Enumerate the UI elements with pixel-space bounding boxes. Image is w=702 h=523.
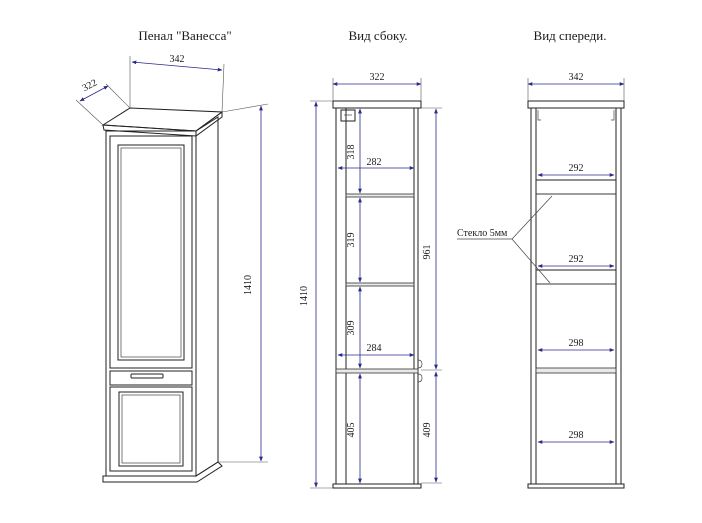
front-inner-w2: 292 [569,254,584,265]
title-front-view: Вид спереди. [534,28,607,43]
iso-height-label: 1410 [243,275,254,295]
side-width-label: 322 [370,72,385,83]
front-glass-shelf-1 [535,179,617,195]
front-inner-w3: 298 [569,338,584,349]
front-glass-shelf-2 [535,269,617,285]
side-sec4-label: 405 [346,423,357,438]
side-shelf-1 [345,193,415,198]
iso-drawer-handle [130,373,164,379]
iso-drawer [109,370,193,386]
title-penal: Пенал "Ванесса" [138,28,231,43]
side-lower-label: 409 [422,423,433,438]
iso-glass-door [109,135,193,369]
side-shelf-width-282: 282 [367,157,382,168]
front-top [527,100,625,109]
front-inner-w4: 298 [569,430,584,441]
front-inner-w1: 292 [569,163,584,174]
side-sec1-label: 318 [346,145,357,160]
front-width-label: 342 [569,72,584,83]
side-height-label: 1410 [299,286,310,306]
iso-top [101,107,224,132]
side-view: 322 1410 282 284 318 319 309 405 961 409 [299,72,442,489]
side-upper-label: 961 [422,245,433,260]
front-fixed-shelf [535,367,617,374]
iso-depth-label: 322 [81,77,99,94]
side-shelf-width-284: 284 [367,343,382,354]
iso-width-label: 342 [170,54,185,65]
iso-lower-door [109,386,193,472]
glass-callout-label: Стекло 5мм [457,228,508,239]
side-top [332,100,422,109]
front-view: 342 292 292 298 298 Стекло 5мм [457,72,625,489]
iso-view: 342 322 1410 [75,54,269,483]
side-sec2-label: 319 [346,233,357,248]
side-shelf-2 [345,282,415,287]
side-shelf-3 [335,368,419,374]
side-sec3-label: 309 [346,321,357,336]
iso-side-face [195,116,219,477]
title-side-view: Вид сбоку. [348,28,407,43]
